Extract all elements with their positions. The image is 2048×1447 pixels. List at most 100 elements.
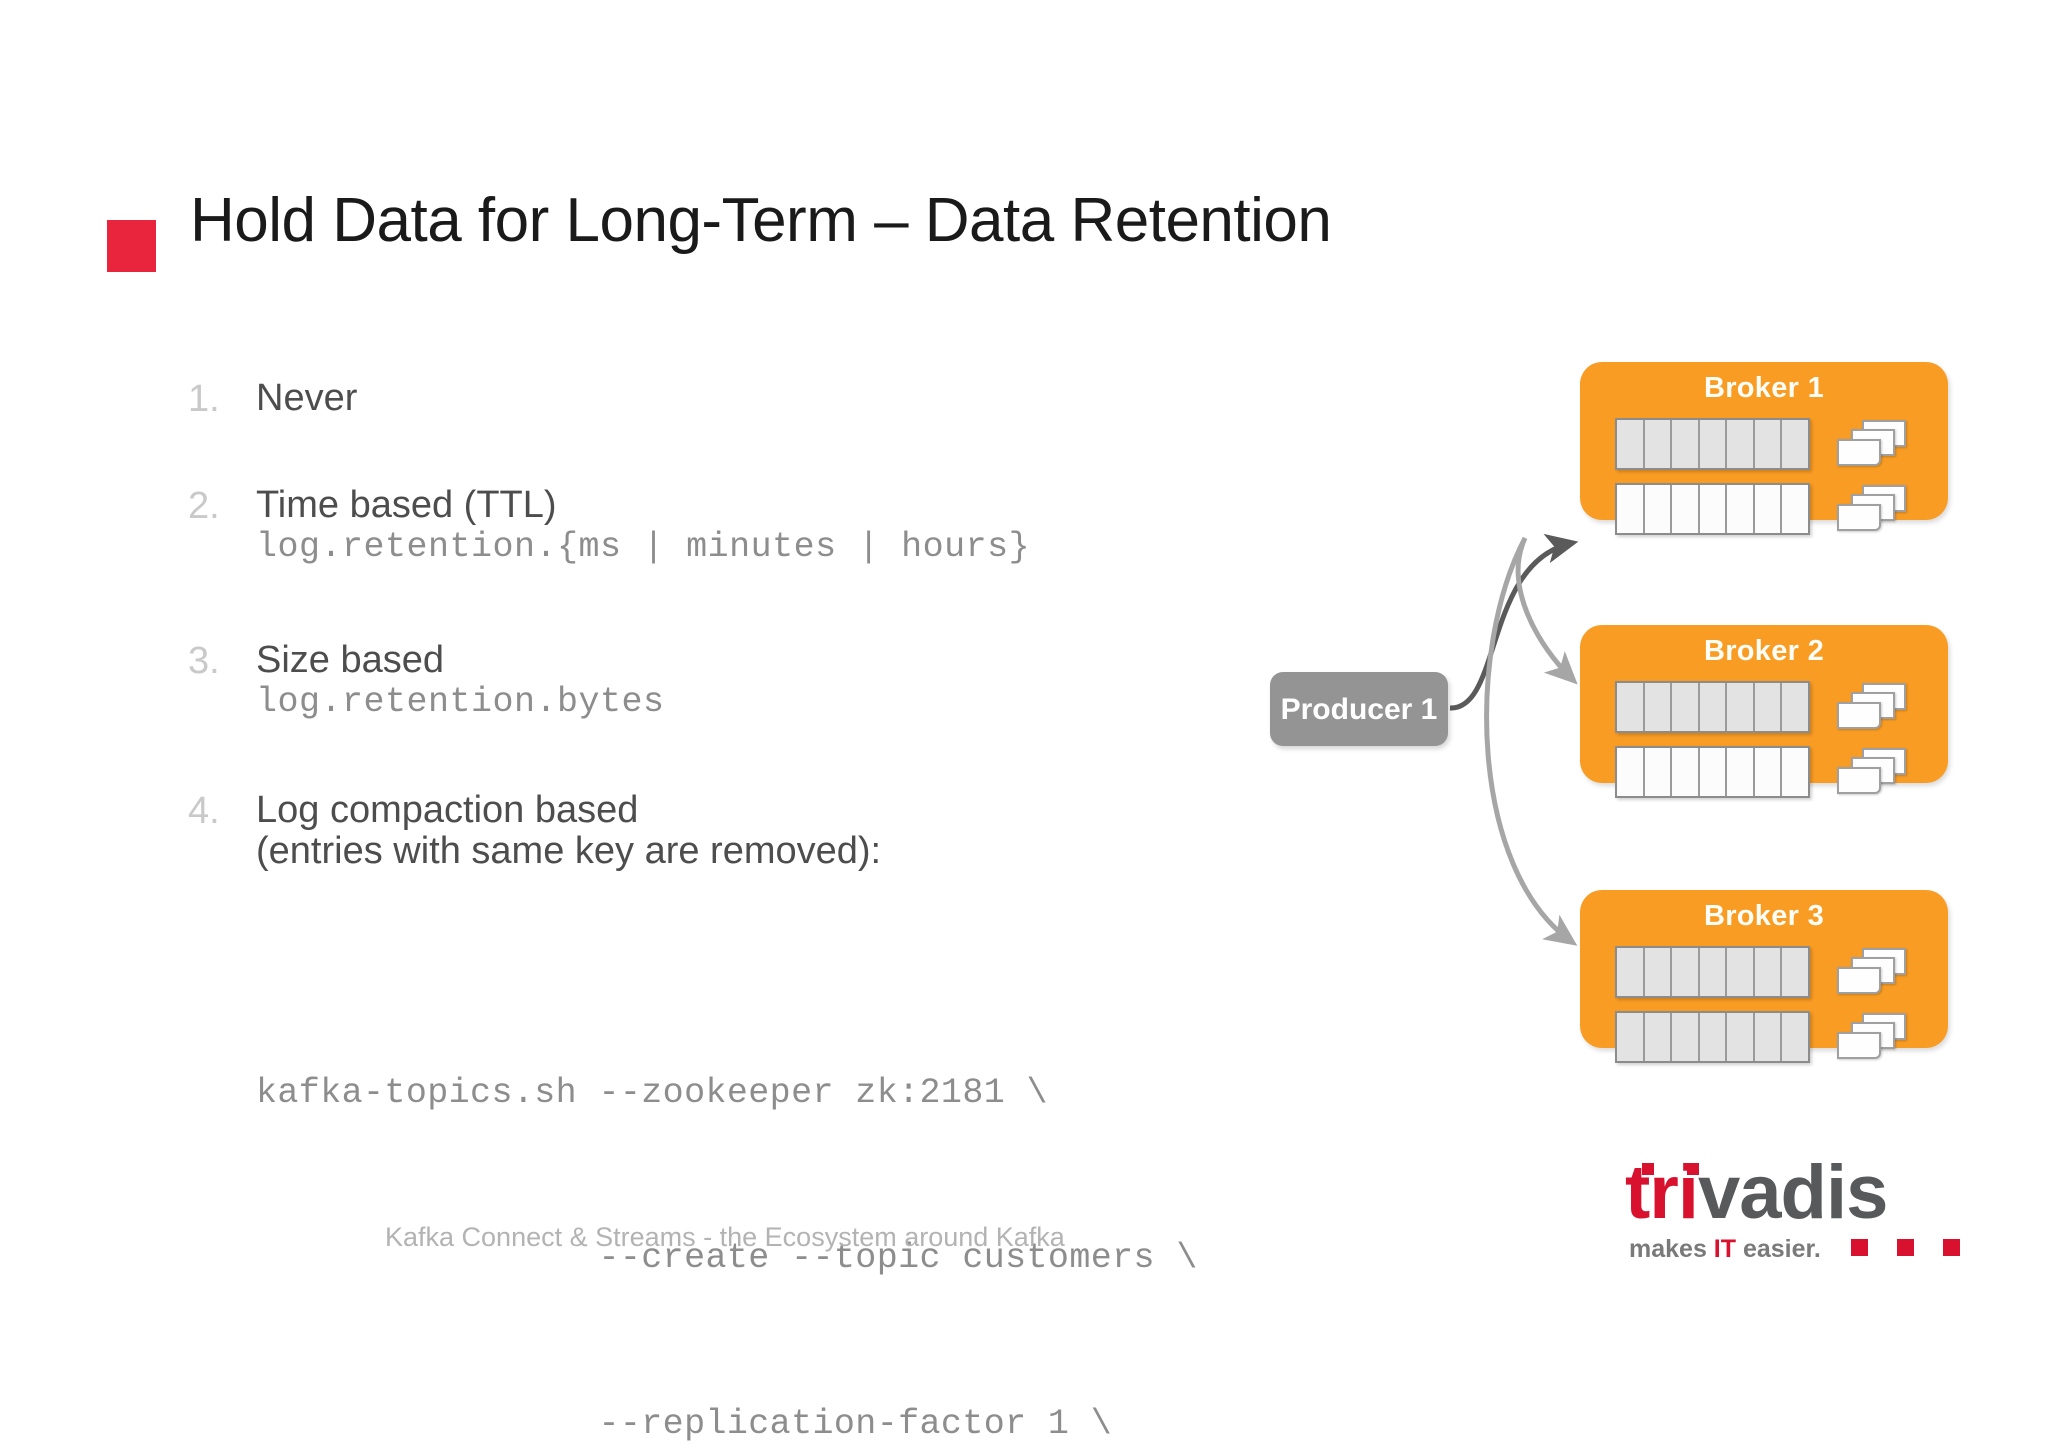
partition-segment (1782, 485, 1808, 533)
partition-segment (1727, 485, 1755, 533)
list-item-label: Time based (TTL) (256, 484, 557, 526)
partition-segment (1782, 420, 1808, 468)
logo-text-vadis: vadis (1698, 1150, 1888, 1235)
partition-segment (1645, 1013, 1673, 1061)
partition-segment (1727, 683, 1755, 731)
producer-node[interactable]: Producer 1 (1270, 672, 1448, 746)
partition-segment (1645, 420, 1673, 468)
kafka-cluster-diagram: Producer 1 Broker 1 (1270, 350, 2010, 1063)
partition-segment (1617, 1013, 1645, 1061)
log-segments-icon (1835, 746, 1907, 798)
partition-segment (1700, 485, 1728, 533)
logo-dot-icon (1642, 1163, 1654, 1175)
partition-segment (1727, 1013, 1755, 1061)
partition-segment (1782, 948, 1808, 996)
partition-bar (1615, 1011, 1810, 1063)
title-bullet-square (107, 220, 156, 272)
arrow-producer-to-broker-2 (1515, 536, 1578, 685)
partition-bar (1615, 483, 1810, 535)
partition-segment (1645, 683, 1673, 731)
partition-segment (1755, 748, 1783, 796)
partition-segment (1727, 420, 1755, 468)
document-icon (1837, 504, 1881, 531)
partition-segment (1727, 948, 1755, 996)
partition-segment (1672, 948, 1700, 996)
broker-node-3[interactable]: Broker 3 (1580, 890, 1948, 1063)
partition-segment (1672, 420, 1700, 468)
list-item-number: 3. (188, 640, 220, 682)
footer-note: Kafka Connect & Streams - the Ecosystem … (385, 1222, 1065, 1252)
partition-row (1580, 1011, 1948, 1063)
logo-dot-icon (1687, 1163, 1699, 1175)
partition-segment (1700, 948, 1728, 996)
logo-text-tri: tri (1625, 1150, 1699, 1235)
partition-segment (1672, 683, 1700, 731)
list-item-number: 1. (188, 378, 220, 420)
page-title: Hold Data for Long-Term – Data Retention (190, 186, 1332, 255)
partition-segment (1700, 683, 1728, 731)
log-segments-icon (1835, 483, 1907, 535)
list-item-number: 4. (188, 790, 220, 832)
log-segments-icon (1835, 1011, 1907, 1063)
partition-segment (1700, 420, 1728, 468)
broker-title: Broker 2 (1703, 635, 1825, 667)
tagline-pre: makes (1629, 1235, 1714, 1263)
code-line: kafka-topics.sh --zookeeper zk:2181 \ (256, 1072, 1048, 1113)
code-line: --replication-factor 1 \ (256, 1404, 1113, 1445)
logo-tagline: makes IT easier. (1629, 1235, 1821, 1264)
partition-segment (1727, 748, 1755, 796)
partition-segment (1782, 748, 1808, 796)
partition-row (1580, 681, 1948, 733)
partition-segment (1755, 948, 1783, 996)
partition-segment (1755, 420, 1783, 468)
partition-bar (1615, 746, 1810, 798)
document-icon (1837, 767, 1881, 794)
tagline-it: IT (1713, 1235, 1737, 1263)
partition-bar (1615, 681, 1810, 733)
logo-square-icon (1897, 1239, 1914, 1256)
broker-node-1[interactable]: Broker 1 (1580, 362, 1948, 535)
logo-square-icon (1851, 1239, 1868, 1256)
document-icon (1837, 702, 1881, 729)
list-item-body: Size based log.retention.bytes (256, 639, 665, 725)
partition-segment (1617, 485, 1645, 533)
broker-title: Broker 3 (1703, 900, 1825, 932)
producer-label: Producer 1 (1280, 693, 1438, 726)
list-item-label: Log compaction based (256, 789, 639, 831)
partition-row (1580, 418, 1948, 470)
list-item-body: Log compaction based (entries with same … (256, 789, 882, 873)
partition-bar (1615, 946, 1810, 998)
partition-segment (1617, 948, 1645, 996)
list-item-body: Time based (TTL) log.retention.{ms | min… (256, 484, 1030, 570)
partition-segment (1645, 748, 1673, 796)
list-item-label: Never (256, 377, 358, 419)
code-line: --create --topic customers \ (256, 1238, 1198, 1279)
log-segments-icon (1835, 418, 1907, 470)
partition-segment (1672, 1013, 1700, 1061)
list-item-label-second: (entries with same key are removed): (256, 830, 882, 873)
partition-segment (1672, 748, 1700, 796)
partition-segment (1617, 748, 1645, 796)
partition-segment (1755, 1013, 1783, 1061)
partition-segment (1782, 1013, 1808, 1061)
broker-title: Broker 1 (1703, 372, 1825, 404)
document-icon (1837, 1032, 1881, 1059)
list-item-number: 2. (188, 485, 220, 527)
broker-node-2[interactable]: Broker 2 (1580, 625, 1948, 798)
partition-segment (1645, 948, 1673, 996)
partition-row (1580, 946, 1948, 998)
document-icon (1837, 967, 1881, 994)
partition-row (1580, 483, 1948, 535)
partition-segment (1672, 485, 1700, 533)
partition-segment (1617, 683, 1645, 731)
partition-row (1580, 746, 1948, 798)
partition-segment (1700, 1013, 1728, 1061)
list-item-body: Never (256, 377, 358, 419)
partition-segment (1645, 485, 1673, 533)
partition-segment (1700, 748, 1728, 796)
partition-bar (1615, 418, 1810, 470)
partition-segment (1617, 420, 1645, 468)
document-icon (1837, 439, 1881, 466)
code-block: kafka-topics.sh --zookeeper zk:2181 \ --… (256, 955, 1262, 1447)
